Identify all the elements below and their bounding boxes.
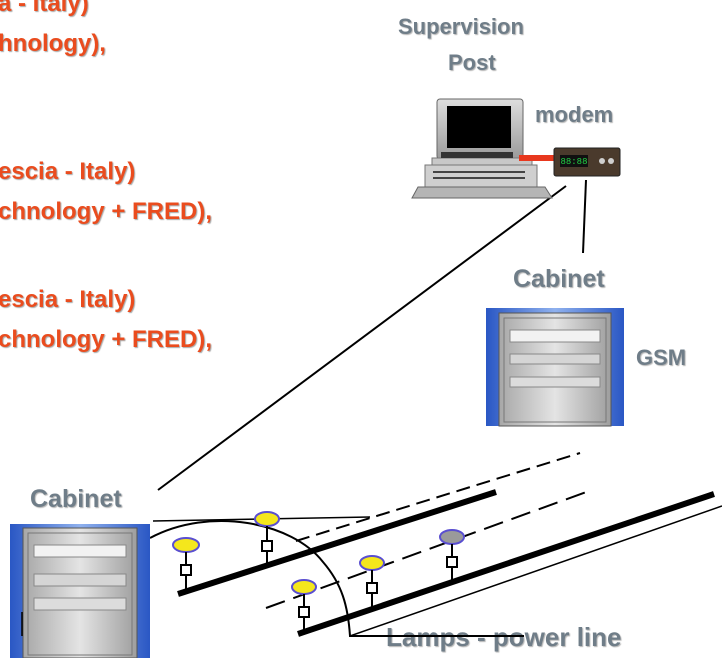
computer-icon xyxy=(411,98,553,199)
lamp-4 xyxy=(359,555,385,610)
power-line-2 xyxy=(297,491,715,637)
gsm-label: GSM xyxy=(636,345,687,370)
left-text-line-3: escia - Italy) xyxy=(0,158,136,185)
supervision-post-label-line2: Post xyxy=(448,50,496,75)
cabinet-right-label: Cabinet xyxy=(513,265,605,293)
supervision-to-right-cabinet-line xyxy=(582,179,587,254)
lamp-5 xyxy=(439,529,465,582)
left-text-line-4: chnology + FRED), xyxy=(0,198,213,225)
left-text-line-5: escia - Italy) xyxy=(0,286,136,313)
left-text-line-1: a - Italy) xyxy=(0,0,89,17)
left-text-line-6: chnology + FRED), xyxy=(0,326,213,353)
power-line-thin-right xyxy=(349,505,722,637)
supervision-post-label-line1: Supervision xyxy=(398,14,524,39)
cabinet-left-icon xyxy=(10,524,150,658)
modem-icon: 88:88 xyxy=(553,147,621,177)
power-line-thin-curve xyxy=(149,520,524,637)
modem-display: 88:88 xyxy=(560,157,587,167)
cabinet-left-label: Cabinet xyxy=(30,485,122,513)
modem-label: modem xyxy=(535,102,614,127)
supervision-to-left-cabinet-line xyxy=(157,185,567,491)
lamp-3 xyxy=(291,579,317,631)
left-text-line-2: hnology), xyxy=(0,30,106,57)
power-line-dashed-1 xyxy=(295,452,581,542)
cabinet-right-icon xyxy=(486,308,624,427)
lamp-2 xyxy=(254,511,280,566)
lamp-1 xyxy=(172,537,200,591)
power-line-1 xyxy=(177,489,497,597)
modem-cable xyxy=(519,155,559,161)
